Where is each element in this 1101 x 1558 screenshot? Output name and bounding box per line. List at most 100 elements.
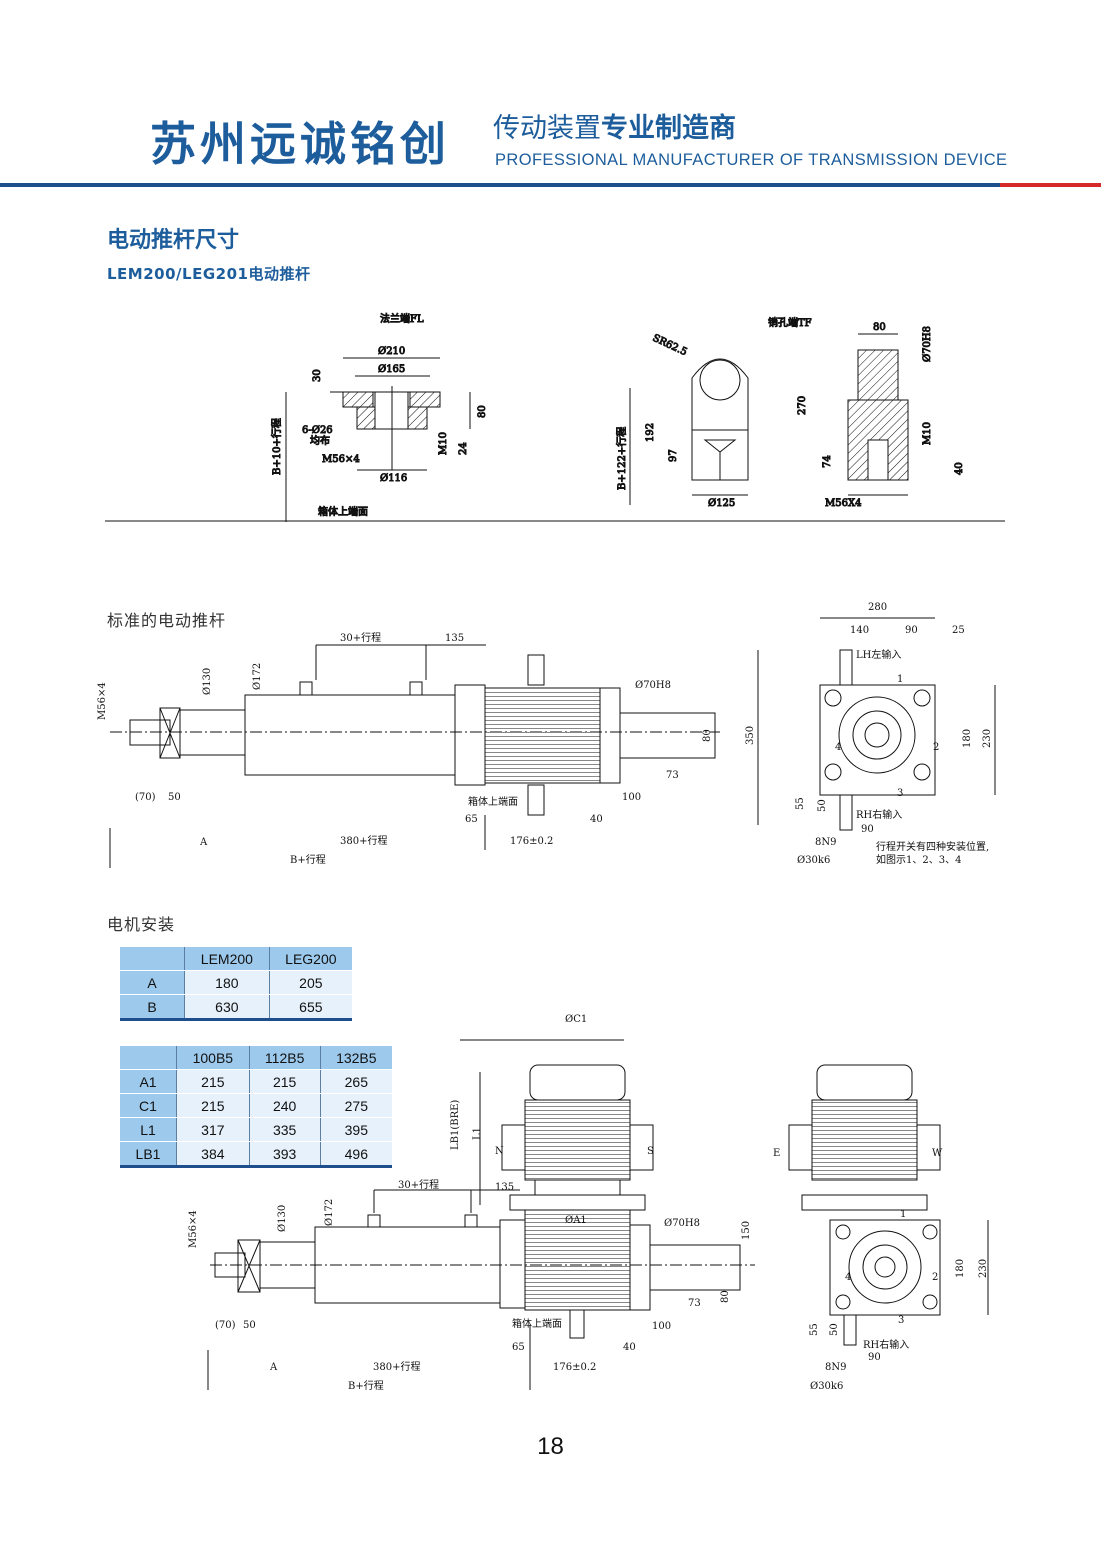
- svg-text:73: 73: [688, 1298, 701, 1309]
- svg-text:B+行程: B+行程: [348, 1379, 384, 1392]
- tagline-en: PROFESSIONAL MANUFACTURER OF TRANSMISSIO…: [495, 151, 1008, 169]
- svg-text:Ø70H8: Ø70H8: [635, 680, 671, 691]
- svg-text:230: 230: [982, 729, 993, 748]
- svg-text:LH左输入: LH左输入: [856, 648, 901, 661]
- svg-text:8N9: 8N9: [825, 1362, 846, 1373]
- svg-text:B+行程: B+行程: [290, 853, 326, 866]
- pin-title: 销孔端TF: [768, 316, 812, 329]
- svg-text:90: 90: [861, 824, 874, 835]
- svg-text:2: 2: [932, 1272, 938, 1283]
- svg-text:M10: M10: [438, 432, 449, 455]
- svg-text:50: 50: [168, 792, 181, 803]
- svg-text:135: 135: [445, 633, 464, 644]
- svg-text:M56X4: M56X4: [825, 498, 861, 509]
- svg-text:180: 180: [962, 729, 973, 748]
- svg-text:L1: L1: [472, 1127, 483, 1140]
- svg-text:N: N: [495, 1146, 504, 1157]
- svg-text:Ø130: Ø130: [277, 1205, 288, 1232]
- svg-text:ØC1: ØC1: [565, 1014, 587, 1025]
- svg-text:SR62.5: SR62.5: [651, 333, 689, 358]
- svg-text:如图示1、2、3、4: 如图示1、2、3、4: [876, 853, 961, 866]
- svg-text:E: E: [773, 1148, 780, 1159]
- svg-text:90: 90: [868, 1352, 881, 1363]
- svg-text:W: W: [932, 1148, 943, 1159]
- svg-text:3: 3: [897, 788, 903, 799]
- svg-text:380+行程: 380+行程: [340, 834, 387, 847]
- svg-text:Ø130: Ø130: [202, 668, 213, 695]
- svg-text:Ø70H8: Ø70H8: [922, 326, 933, 362]
- svg-text:M56×4: M56×4: [322, 454, 360, 465]
- svg-text:均布: 均布: [310, 435, 330, 447]
- motor-heading: 电机安装: [107, 915, 176, 934]
- svg-text:Ø172: Ø172: [324, 1199, 335, 1226]
- svg-text:50: 50: [243, 1320, 256, 1331]
- svg-text:24: 24: [458, 442, 469, 455]
- svg-text:4: 4: [845, 1272, 851, 1283]
- svg-text:97: 97: [668, 449, 679, 462]
- svg-text:74: 74: [822, 455, 833, 468]
- svg-text:100: 100: [622, 792, 641, 803]
- svg-text:380+行程: 380+行程: [373, 1360, 420, 1373]
- svg-text:40: 40: [623, 1342, 636, 1353]
- standard-actuator-drawing: 30+行程 135 Ø130 Ø172 M56×4 Ø70H8 80 73 10…: [97, 602, 996, 868]
- svg-text:80: 80: [873, 322, 886, 333]
- svg-text:180: 180: [955, 1259, 966, 1278]
- svg-text:Ø30k6: Ø30k6: [797, 855, 830, 866]
- motor-actuator-drawing: ØC1 LB1(BRE) L1 N S ØA1 30+行程 135 Ø130 Ø…: [188, 1014, 989, 1392]
- svg-text:RH右输入: RH右输入: [863, 1338, 909, 1351]
- svg-text:行程开关有四种安装位置,: 行程开关有四种安装位置,: [876, 840, 989, 853]
- svg-text:2: 2: [933, 742, 939, 753]
- standard-heading: 标准的电动推杆: [107, 611, 227, 630]
- svg-text:350: 350: [745, 726, 756, 745]
- header-rule-blue: [0, 183, 1000, 187]
- brand-name: 苏州远诚铭创: [150, 117, 450, 171]
- svg-text:8N9: 8N9: [815, 837, 836, 848]
- svg-text:B+10+行程: B+10+行程: [270, 418, 283, 475]
- svg-text:270: 270: [797, 396, 808, 415]
- svg-text:ØA1: ØA1: [565, 1215, 587, 1226]
- svg-text:M10: M10: [922, 422, 933, 445]
- svg-text:6-Ø26: 6-Ø26: [302, 425, 333, 436]
- svg-text:176±0.2: 176±0.2: [553, 1362, 596, 1373]
- svg-text:Ø172: Ø172: [252, 663, 263, 690]
- svg-text:65: 65: [465, 814, 478, 825]
- svg-text:4: 4: [835, 742, 841, 753]
- svg-text:Ø125: Ø125: [708, 498, 735, 509]
- svg-text:40: 40: [590, 814, 603, 825]
- svg-text:55: 55: [809, 1323, 820, 1336]
- svg-text:RH右输入: RH右输入: [856, 808, 902, 821]
- svg-text:(70): (70): [135, 792, 156, 803]
- svg-text:150: 150: [741, 1221, 752, 1240]
- svg-text:40: 40: [954, 462, 965, 475]
- end-fittings-diagram: 法兰端FL Ø210 Ø165 30 6-Ø26 均布 M56×4 80 M10…: [105, 312, 1005, 522]
- flange-title: 法兰端FL: [380, 312, 424, 325]
- svg-text:A: A: [199, 837, 208, 848]
- svg-text:箱体上端面: 箱体上端面: [512, 1317, 562, 1330]
- page-number: 18: [537, 1433, 564, 1460]
- svg-text:(70): (70): [215, 1320, 236, 1331]
- svg-text:80: 80: [702, 729, 713, 742]
- svg-text:S: S: [647, 1146, 654, 1157]
- svg-text:Ø116: Ø116: [380, 473, 407, 484]
- svg-text:3: 3: [898, 1315, 904, 1326]
- svg-text:30+行程: 30+行程: [398, 1178, 439, 1191]
- svg-text:73: 73: [666, 770, 679, 781]
- svg-text:Ø210: Ø210: [378, 346, 405, 357]
- svg-text:1: 1: [897, 674, 903, 685]
- section-subtitle: LEM200/LEG201电动推杆: [107, 265, 311, 283]
- header-rule-red: [1000, 183, 1101, 187]
- table-row: A 180 205: [120, 970, 352, 995]
- svg-text:192: 192: [645, 423, 656, 442]
- svg-text:90: 90: [905, 625, 918, 636]
- svg-text:80: 80: [720, 1290, 731, 1303]
- svg-text:25: 25: [952, 625, 965, 636]
- svg-text:箱体上端面: 箱体上端面: [318, 505, 368, 518]
- svg-text:280: 280: [868, 602, 887, 613]
- svg-text:135: 135: [495, 1182, 514, 1193]
- svg-text:Ø165: Ø165: [378, 364, 405, 375]
